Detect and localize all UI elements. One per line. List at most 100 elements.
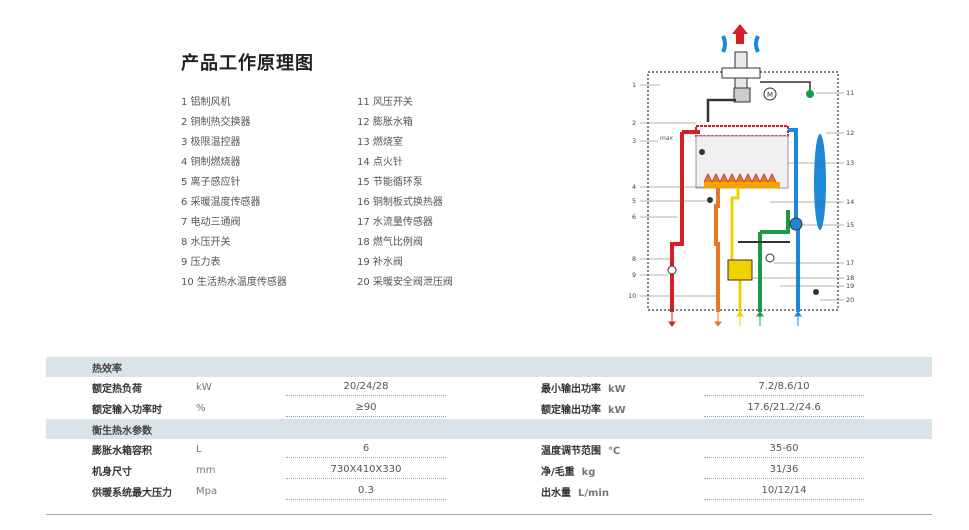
table-row: 额定热负荷 kW 20/24/28 最小输出功率 kW 7.2/8.6/10 <box>46 377 932 398</box>
spec-table: 热效率 额定热负荷 kW 20/24/28 最小输出功率 kW 7.2/8.6/… <box>46 357 932 502</box>
label-6: 6 <box>632 213 636 221</box>
spec-label: 额定热负荷 <box>46 377 196 398</box>
legend-item: 13 燃烧室 <box>357 137 403 148</box>
section-title: 衡生热水参数 <box>46 418 932 439</box>
legend-item: 16 铜制板式换热器 <box>357 197 443 208</box>
spec-unit: L <box>196 439 266 460</box>
table-row: 额定输入功率时 % ≥90 额定输出功率 kW 17.6/21.2/24.6 <box>46 397 932 419</box>
legend-item: 4 铜制燃烧器 <box>181 157 241 168</box>
heat-exchanger <box>695 125 789 137</box>
spec-value: 730X410X330 <box>286 461 446 479</box>
section-title: 热效率 <box>46 357 932 377</box>
legend-item: 10 生活热水温度传感器 <box>181 277 287 288</box>
motor-label: M <box>767 91 773 99</box>
legend-item: 3 极限温控器 <box>181 137 241 148</box>
exhaust-arrow-icon <box>732 24 748 44</box>
table-row: 供暖系统最大压力 Mpa 0.3 出水量 L/min 10/12/14 <box>46 480 932 502</box>
spec-value: 20/24/28 <box>286 378 446 396</box>
spec-label: 最小输出功率 <box>541 383 601 395</box>
section-header: 衡生热水参数 <box>46 418 932 439</box>
legend-item: 14 点火针 <box>357 157 403 168</box>
spec-unit: ℃ <box>607 445 621 457</box>
pump <box>789 217 803 231</box>
label-5: 5 <box>632 197 636 205</box>
spec-label: 额定输出功率 <box>541 404 601 416</box>
legend-item: 2 铜制热交换器 <box>181 117 251 128</box>
spec-label: 膨胀水箱容积 <box>46 439 196 460</box>
legend-item: 12 膨胀水箱 <box>357 117 413 128</box>
label-13: 13 <box>846 159 854 167</box>
legend-item: 7 电动三通阀 <box>181 217 241 228</box>
expansion-tank <box>814 134 826 230</box>
section-header: 热效率 <box>46 357 932 377</box>
legend-item: 5 离子感应针 <box>181 177 241 188</box>
motor-icon <box>763 87 777 101</box>
spec-value: ≥90 <box>286 399 446 417</box>
legend-item: 17 水流量传感器 <box>357 217 433 228</box>
legend-left: 1 铝制风机 2 铜制热交换器 3 极限温控器 4 铜制燃烧器 5 离子感应针 … <box>181 93 287 293</box>
spec-unit: L/min <box>577 487 609 499</box>
inlet-arrow-green-icon <box>756 311 764 326</box>
label-19: 19 <box>846 282 854 290</box>
spec-value: 10/12/14 <box>704 482 864 500</box>
spec-unit: % <box>196 397 266 419</box>
label-9: 9 <box>632 271 636 279</box>
spec-unit: kg <box>581 466 596 478</box>
spec-value: 7.2/8.6/10 <box>704 378 864 396</box>
label-15: 15 <box>846 221 854 229</box>
label-17: 17 <box>846 259 854 267</box>
spec-value: 17.6/21.2/24.6 <box>704 399 864 417</box>
spec-value: 6 <box>286 440 446 458</box>
spec-value: 35-60 <box>704 440 864 458</box>
label-20: 20 <box>846 296 854 304</box>
outlet-arrow-yellow-icon <box>736 311 744 326</box>
outlet-arrow-red-icon <box>668 312 676 327</box>
spec-value: 31/36 <box>704 461 864 479</box>
max-label: max <box>660 135 674 142</box>
legend-item: 15 节能循环泵 <box>357 177 423 188</box>
label-12: 12 <box>846 129 854 137</box>
legend-item: 8 水压开关 <box>181 237 231 248</box>
table-bottom-rule <box>46 514 932 515</box>
intake-arrow-right-icon <box>754 35 760 53</box>
spec-label: 温度调节范围 <box>541 445 601 457</box>
burner <box>704 182 780 188</box>
inlet-arrow-blue-icon <box>794 311 802 326</box>
spec-label: 供暖系统最大压力 <box>46 480 196 502</box>
outlet-arrow-orange-icon <box>714 312 722 327</box>
spec-label: 净/毛重 <box>541 466 575 478</box>
spec-value: 0.3 <box>286 482 446 500</box>
label-1: 1 <box>632 81 636 89</box>
label-14: 14 <box>846 198 854 206</box>
gas-valve <box>727 259 753 281</box>
spec-unit: Mpa <box>196 480 266 502</box>
burner-flames <box>703 173 777 183</box>
legend-item: 6 采暖温度传感器 <box>181 197 261 208</box>
legend-item: 1 铝制风机 <box>181 97 231 108</box>
legend-item: 20 采暖安全阀泄压阀 <box>357 277 453 288</box>
legend-item: 11 风压开关 <box>357 97 413 108</box>
legend-right: 11 风压开关 12 膨胀水箱 13 燃烧室 14 点火针 15 节能循环泵 1… <box>357 93 453 293</box>
spec-unit: kW <box>607 383 626 395</box>
spec-unit: kW <box>607 404 626 416</box>
spec-label: 机身尺寸 <box>46 459 196 481</box>
label-11: 11 <box>846 89 854 97</box>
boiler-schematic: M max 1 2 3 4 5 6 8 9 <box>628 24 854 327</box>
spec-label: 额定输入功率时 <box>46 397 196 419</box>
label-3: 3 <box>632 137 636 145</box>
label-10: 10 <box>628 292 636 300</box>
spec-label: 出水量 <box>541 487 571 499</box>
label-2: 2 <box>632 119 636 127</box>
intake-arrow-left-icon <box>721 35 727 53</box>
label-4: 4 <box>632 183 636 191</box>
legend-item: 9 压力表 <box>181 257 221 268</box>
table-row: 机身尺寸 mm 730X410X330 净/毛重 kg 31/36 <box>46 459 932 481</box>
legend-item: 18 燃气比例阀 <box>357 237 423 248</box>
spec-unit: kW <box>196 377 266 398</box>
legend-item: 19 补水阀 <box>357 257 403 268</box>
label-18: 18 <box>846 274 854 282</box>
page-title: 产品工作原理图 <box>181 53 314 74</box>
casing <box>647 71 839 311</box>
label-8: 8 <box>632 255 636 263</box>
spec-unit: mm <box>196 459 266 481</box>
